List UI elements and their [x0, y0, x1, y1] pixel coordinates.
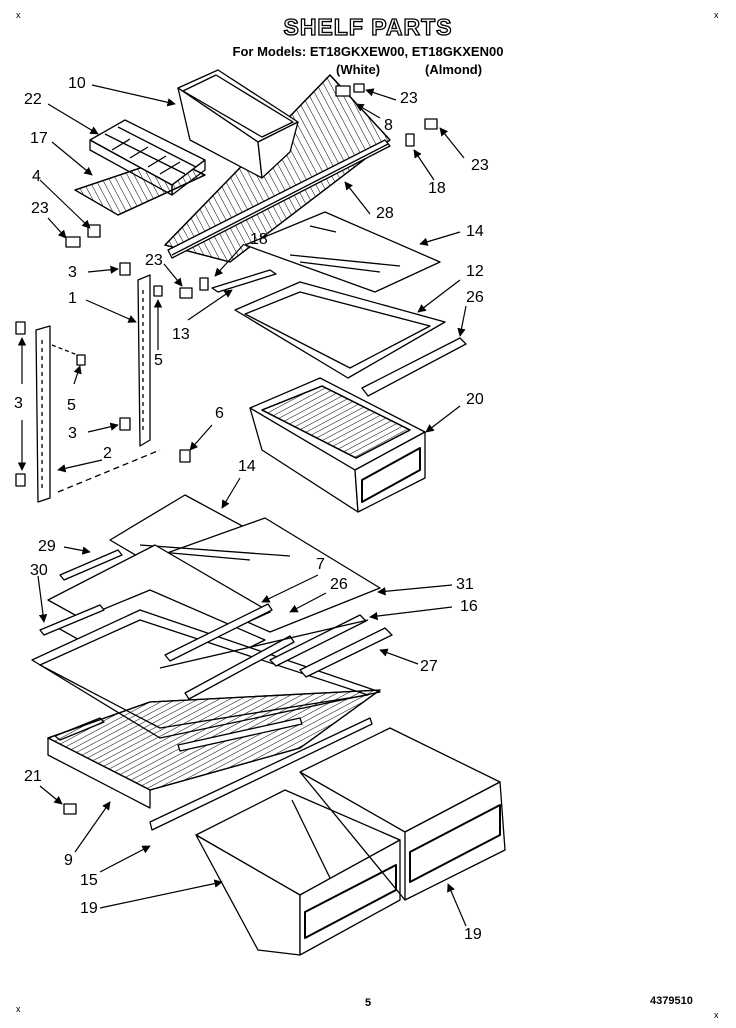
- callout-label: 10: [68, 75, 86, 92]
- callout-label: 20: [466, 391, 484, 408]
- model-numbers: For Models: ET18GKXEW00, ET18GKXEN00: [232, 44, 504, 59]
- callout-label: 3: [14, 395, 23, 412]
- callout-label: 26: [466, 289, 484, 306]
- callout-label: 27: [420, 658, 438, 675]
- callout-label: 5: [154, 352, 163, 369]
- crisper-drawers: [195, 727, 506, 956]
- callout-label: 23: [471, 157, 489, 174]
- callout-label: 19: [464, 926, 482, 943]
- callout-label: 3: [68, 264, 77, 281]
- callout-label: 19: [80, 900, 98, 917]
- shelf-brackets: [63, 83, 438, 815]
- callout-label: 23: [400, 90, 418, 107]
- part-number: 4379510: [650, 995, 693, 1007]
- callout-label: 29: [38, 538, 56, 555]
- callout-label: 21: [24, 768, 42, 785]
- page-number: 5: [365, 997, 372, 1009]
- callout-label: 7: [316, 556, 325, 573]
- callout-label: 18: [250, 231, 268, 248]
- callout-label: 9: [64, 852, 73, 869]
- ice-cube-tray: [89, 119, 206, 196]
- callout-label: 6: [215, 405, 224, 422]
- variant-almond: (Almond): [425, 62, 483, 77]
- callout-label: 1: [68, 290, 77, 307]
- callout-label: 30: [30, 562, 48, 579]
- callout-label: 14: [238, 458, 256, 475]
- top-wire-shelf: [164, 74, 391, 263]
- corner-mark: x: [714, 1010, 719, 1020]
- callout-label: 2: [103, 445, 112, 462]
- storage-bin: [177, 69, 299, 179]
- callout-label: 17: [30, 130, 48, 147]
- callout-label: 8: [384, 117, 393, 134]
- callout-label: 26: [330, 576, 348, 593]
- callout-label: 16: [460, 598, 478, 615]
- corner-mark: x: [16, 1004, 21, 1014]
- callout-label: 23: [31, 200, 49, 217]
- vertical-rails: [15, 262, 191, 503]
- upper-glass-shelf: [211, 211, 441, 293]
- callout-label: 14: [466, 223, 484, 240]
- callout-label: 31: [456, 576, 474, 593]
- callout-label: 5: [67, 397, 76, 414]
- crisper-cover: [47, 689, 381, 831]
- callout-label: 4: [32, 168, 41, 185]
- callout-leaders: [17, 84, 467, 927]
- callout-label: 18: [428, 180, 446, 197]
- callout-label: 22: [24, 91, 42, 108]
- variant-white: (White): [336, 62, 381, 77]
- callout-label: 28: [376, 205, 394, 222]
- page-title: SHELF PARTS: [283, 13, 453, 40]
- callout-label: 23: [145, 252, 163, 269]
- upper-shelf-frame: [234, 281, 467, 397]
- meat-drawer: [249, 377, 426, 513]
- callout-label: 15: [80, 872, 98, 889]
- callout-label: 12: [466, 263, 484, 280]
- callout-label: 13: [172, 326, 190, 343]
- corner-mark: x: [714, 10, 719, 20]
- callout-label: 3: [68, 425, 77, 442]
- corner-mark: x: [16, 10, 21, 20]
